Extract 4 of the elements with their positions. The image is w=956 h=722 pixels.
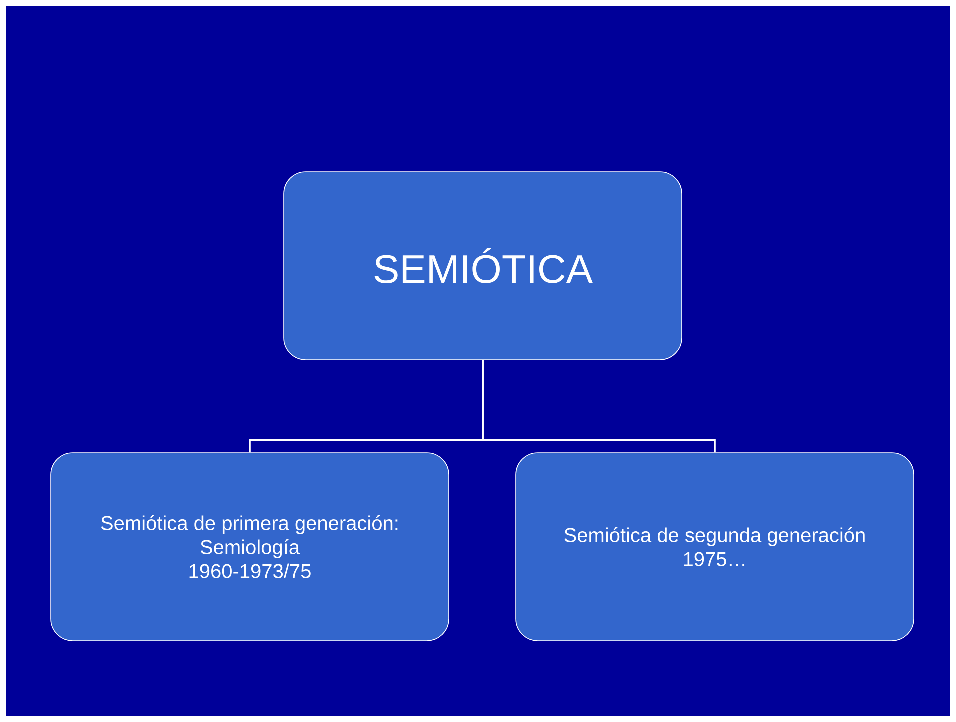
connector bbox=[482, 360, 716, 453]
process-box: Semiótica de primera generación: Semiología 1960-1973/75 bbox=[50, 452, 450, 642]
title-box: SEMIÓTICA bbox=[284, 172, 682, 360]
process-box: Semiótica de segunda generación 1975… bbox=[516, 452, 914, 642]
